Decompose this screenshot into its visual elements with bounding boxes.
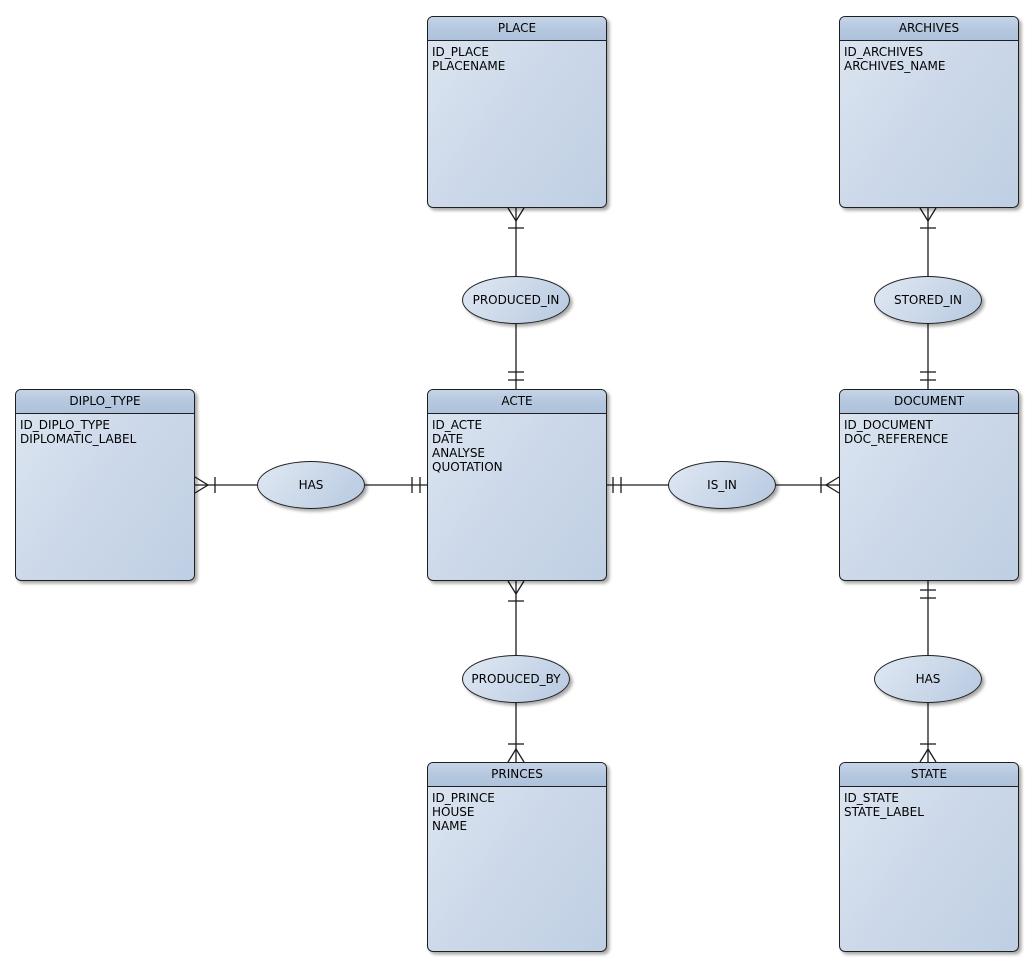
attribute-row: ARCHIVES_NAME — [844, 59, 946, 73]
entity-title: DOCUMENT — [840, 390, 1018, 414]
entity-state[interactable]: STATE ID_STATE STATE_LABEL — [839, 762, 1019, 952]
attribute-row: DOC_REFERENCE — [844, 432, 949, 446]
relationship-has-state[interactable]: HAS — [874, 655, 982, 703]
relationship-label: PRODUCED_IN — [472, 293, 560, 307]
attribute-row: ID_DOCUMENT — [844, 418, 933, 432]
attribute-row: ID_ARCHIVES — [844, 45, 924, 59]
attribute-row: HOUSE — [432, 805, 475, 819]
attribute-row: ANALYSE — [432, 446, 486, 460]
entity-title: STATE — [840, 763, 1018, 787]
attribute-row: STATE_LABEL — [844, 805, 924, 819]
relationship-label: HAS — [298, 478, 324, 492]
attribute-row: DIPLOMATIC_LABEL — [20, 432, 137, 446]
attribute-row: ID_DIPLO_TYPE — [20, 418, 110, 432]
attribute-row: ID_PRINCE — [432, 791, 495, 805]
attribute-row: NAME — [432, 819, 468, 833]
relationship-label: STORED_IN — [893, 293, 963, 307]
entity-acte[interactable]: ACTE ID_ACTE DATE ANALYSE QUOTATION — [427, 389, 607, 581]
entity-title: PLACE — [428, 17, 606, 41]
attribute-row: ID_PLACE — [432, 45, 489, 59]
entity-title: DIPLO_TYPE — [16, 390, 194, 414]
attribute-row: ID_ACTE — [432, 418, 483, 432]
entity-place[interactable]: PLACE ID_PLACE PLACENAME — [427, 16, 607, 208]
entity-archives[interactable]: ARCHIVES ID_ARCHIVES ARCHIVES_NAME — [839, 16, 1019, 208]
entity-document[interactable]: DOCUMENT ID_DOCUMENT DOC_REFERENCE — [839, 389, 1019, 581]
relationship-label: HAS — [915, 672, 941, 686]
entity-diplo-type[interactable]: DIPLO_TYPE ID_DIPLO_TYPE DIPLOMATIC_LABE… — [15, 389, 195, 581]
relationship-label: PRODUCED_BY — [471, 672, 561, 686]
entity-title: ACTE — [428, 390, 606, 414]
entity-title: ARCHIVES — [840, 17, 1018, 41]
attribute-row: PLACENAME — [432, 59, 506, 73]
entity-princes[interactable]: PRINCES ID_PRINCE HOUSE NAME — [427, 762, 607, 952]
attribute-row: DATE — [432, 432, 464, 446]
entity-title: PRINCES — [428, 763, 606, 787]
relationship-stored-in[interactable]: STORED_IN — [874, 276, 982, 324]
relationship-produced-in[interactable]: PRODUCED_IN — [462, 276, 570, 324]
attribute-row: QUOTATION — [432, 460, 503, 474]
relationship-has-diplo-type[interactable]: HAS — [257, 461, 365, 509]
relationship-label: IS_IN — [707, 478, 737, 492]
relationship-is-in[interactable]: IS_IN — [668, 461, 776, 509]
attribute-row: ID_STATE — [844, 791, 899, 805]
relationship-produced-by[interactable]: PRODUCED_BY — [462, 655, 570, 703]
